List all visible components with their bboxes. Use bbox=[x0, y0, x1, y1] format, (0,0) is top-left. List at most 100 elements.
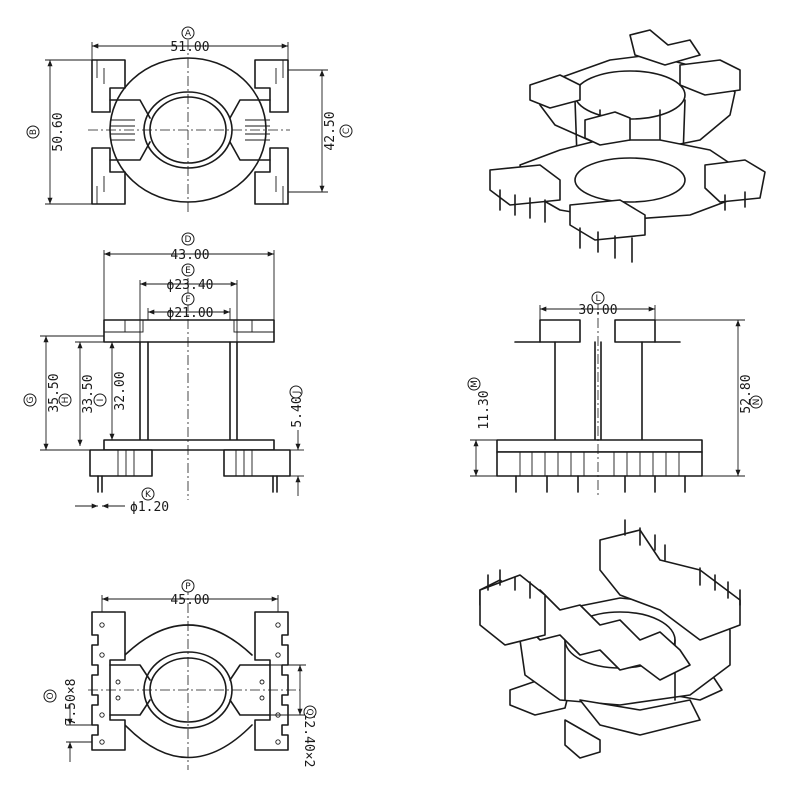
right-arms bbox=[229, 99, 271, 161]
label-d: D bbox=[185, 235, 192, 245]
dim-b-value: 50.60 bbox=[51, 112, 66, 151]
front-core-walls bbox=[139, 341, 238, 441]
label-q-circle bbox=[303, 705, 317, 719]
label-a-circle bbox=[181, 26, 195, 40]
label-b: B bbox=[29, 129, 39, 135]
front-pinblock-left bbox=[89, 449, 153, 477]
label-q: Q bbox=[304, 708, 314, 715]
iso-core-bottom bbox=[574, 157, 686, 203]
side-pin-slots bbox=[519, 452, 680, 476]
dim-i-value: 32.00 bbox=[113, 371, 128, 410]
left-pin-block bbox=[91, 59, 126, 113]
iso2-pinblock-right bbox=[599, 529, 741, 641]
dim-k-value: ϕ1.20 bbox=[130, 500, 169, 515]
label-k-circle bbox=[141, 487, 155, 501]
side-top-block-left bbox=[539, 319, 581, 343]
label-o: O bbox=[46, 692, 56, 699]
dim-p-value: 45.00 bbox=[170, 593, 209, 608]
label-f: F bbox=[185, 295, 190, 305]
label-l: L bbox=[595, 294, 600, 304]
iso-pinblock-right bbox=[704, 159, 766, 203]
dim-d-value: 43.00 bbox=[170, 248, 209, 263]
side-pinblock bbox=[496, 451, 703, 477]
label-h: H bbox=[61, 397, 71, 404]
iso-tab-back bbox=[629, 29, 701, 66]
dim-c-value: 42.50 bbox=[323, 111, 338, 150]
dim-j-value: 5.40 bbox=[290, 396, 305, 427]
bottom-right-arms bbox=[229, 664, 271, 716]
isometric-view-top bbox=[489, 29, 766, 263]
dim-h-value: 33.50 bbox=[81, 374, 96, 413]
left-channel-lines bbox=[110, 119, 135, 141]
label-j: J bbox=[292, 391, 302, 395]
front-top-notch-right bbox=[233, 319, 253, 333]
label-f-circle bbox=[181, 292, 195, 306]
label-n-circle bbox=[749, 395, 763, 409]
front-view: 43.00 D ϕ23.40 E ϕ21.00 F 35.50 G 33.50 … bbox=[23, 232, 305, 515]
left-arms bbox=[109, 99, 151, 161]
iso-pins bbox=[499, 189, 746, 263]
label-p: P bbox=[185, 582, 191, 592]
iso-tab-front bbox=[584, 111, 631, 146]
bottom-flange-arc-bottom bbox=[124, 724, 253, 759]
side-pins bbox=[515, 475, 686, 493]
label-e: E bbox=[185, 266, 191, 276]
front-top-notch-left bbox=[124, 319, 144, 333]
front-pins bbox=[97, 475, 278, 493]
label-m-circle bbox=[467, 377, 481, 391]
isometric-view-bottom bbox=[479, 519, 741, 759]
right-channel-lines bbox=[245, 119, 270, 141]
label-o-circle bbox=[43, 689, 57, 703]
iso2-tab-front bbox=[564, 719, 601, 759]
front-pinblock-right bbox=[223, 449, 291, 477]
dim-n-value: 52.80 bbox=[739, 374, 754, 413]
iso-pinblock-left bbox=[489, 164, 561, 206]
iso-tab-right bbox=[679, 59, 741, 96]
label-d-circle bbox=[181, 232, 195, 246]
label-a: A bbox=[185, 29, 192, 39]
dim-e-value: ϕ23.40 bbox=[167, 278, 214, 293]
label-c-circle bbox=[339, 124, 353, 138]
side-view: 30.00 L 11.30 M 52.80 N bbox=[467, 291, 763, 495]
dim-q-value: 12.40×2 bbox=[301, 713, 316, 768]
label-p-circle bbox=[181, 579, 195, 593]
front-pin-slots bbox=[117, 450, 253, 476]
iso2-pinblock-left bbox=[479, 574, 546, 646]
left-slot-marks bbox=[96, 60, 105, 204]
label-i-circle bbox=[93, 393, 107, 407]
iso-pinblock-front bbox=[569, 199, 646, 241]
iso2-pins bbox=[487, 519, 741, 606]
top-view: 51.00 A 50.60 B 42.50 C bbox=[26, 26, 353, 215]
label-b-circle bbox=[26, 125, 40, 139]
label-j-circle bbox=[289, 385, 303, 399]
label-l-circle bbox=[591, 291, 605, 305]
iso2-bottom-edge bbox=[579, 699, 701, 736]
label-k: K bbox=[145, 490, 152, 500]
bottom-view: 45.00 P 7.50×8 O 12.40×2 Q bbox=[43, 579, 317, 770]
label-h-circle bbox=[58, 393, 72, 407]
bottom-flange-arc-top bbox=[124, 624, 253, 656]
right-slot-marks bbox=[275, 60, 284, 204]
label-m: M bbox=[470, 380, 480, 388]
dim-o-value: 7.50×8 bbox=[64, 679, 79, 726]
label-g: G bbox=[26, 396, 36, 403]
label-c: C bbox=[342, 128, 352, 134]
front-bottom-flange bbox=[103, 439, 275, 451]
iso-tab-left bbox=[529, 74, 581, 109]
iso-core-top bbox=[574, 70, 686, 120]
label-i: I bbox=[96, 399, 106, 402]
side-core-walls bbox=[554, 341, 643, 441]
side-top-block-right bbox=[614, 319, 656, 343]
label-n: N bbox=[752, 399, 762, 406]
front-top-flange bbox=[103, 319, 275, 343]
label-e-circle bbox=[181, 263, 195, 277]
label-g-circle bbox=[23, 393, 37, 407]
side-bottom-flange bbox=[496, 439, 703, 453]
dim-f-value: ϕ21.00 bbox=[167, 306, 214, 321]
dim-l-value: 30.00 bbox=[578, 303, 617, 318]
dim-a-value: 51.00 bbox=[170, 40, 209, 55]
dim-g-value: 35.50 bbox=[47, 373, 62, 412]
right-pin-block-lower bbox=[254, 147, 289, 205]
dim-m-value: 11.30 bbox=[477, 390, 492, 429]
